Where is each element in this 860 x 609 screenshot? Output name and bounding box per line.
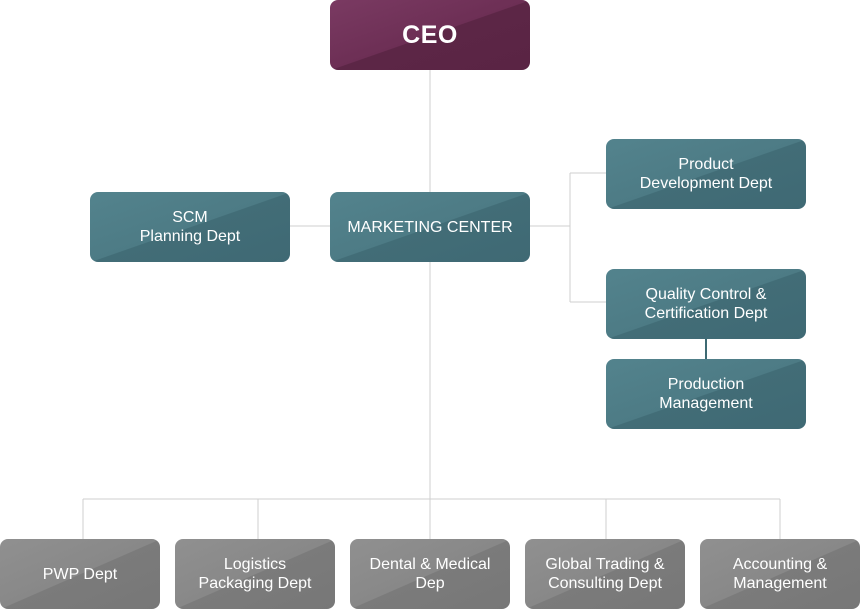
accounting-management-box: Accounting & Management [700,539,860,609]
quality-control-box: Quality Control & Certification Dept [606,269,806,339]
scm-planning-label: SCM Planning Dept [139,209,241,245]
marketing-center-label: MARKETING CENTER [347,218,513,236]
pwp-dept-label: PWP Dept [42,565,118,583]
logistics-packaging-label: Logistics Packaging Dept [198,556,312,592]
ceo-label: CEO [402,21,458,49]
ceo-box: CEO [330,0,530,70]
quality-control-label: Quality Control & Certification Dept [644,286,768,322]
pwp-dept-box: PWP Dept [0,539,160,609]
global-trading-box: Global Trading & Consulting Dept [525,539,685,609]
production-management-label: Production Management [659,376,753,412]
marketing-center-box: MARKETING CENTER [330,192,530,262]
global-trading-label: Global Trading & Consulting Dept [545,556,665,592]
logistics-packaging-box: Logistics Packaging Dept [175,539,335,609]
scm-planning-box: SCM Planning Dept [90,192,290,262]
dental-medical-box: Dental & Medical Dep [350,539,510,609]
accounting-management-label: Accounting & Management [732,556,828,592]
dental-medical-label: Dental & Medical Dep [369,556,491,592]
product-development-label: Product Development Dept [639,156,773,192]
product-development-box: Product Development Dept [606,139,806,209]
production-management-box: Production Management [606,359,806,429]
